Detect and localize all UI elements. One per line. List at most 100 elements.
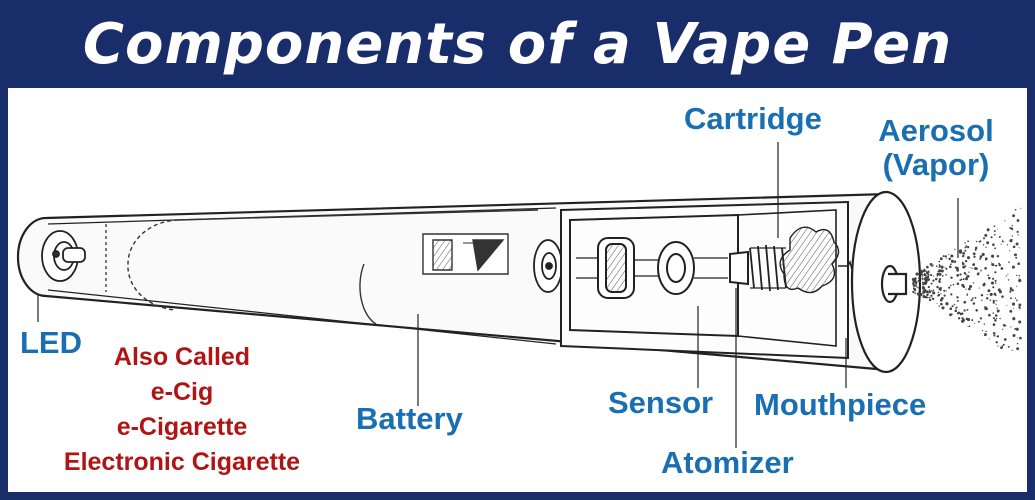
- spray-dot: [943, 289, 946, 292]
- aerosol-spray: [911, 207, 1022, 351]
- spray-dot: [950, 293, 953, 296]
- spray-dot: [1012, 317, 1016, 321]
- spray-dot: [937, 291, 940, 294]
- spray-dot: [916, 292, 920, 296]
- spray-dot: [1016, 347, 1020, 351]
- spray-dot: [960, 278, 963, 280]
- spray-dot: [956, 282, 960, 286]
- spray-dot: [945, 302, 949, 306]
- spray-dot: [948, 286, 951, 289]
- also-called-name: e-Cig: [150, 378, 214, 406]
- spray-dot: [1011, 289, 1015, 292]
- spray-dot: [989, 292, 993, 296]
- spray-dot: [996, 309, 1000, 313]
- spray-dot: [966, 256, 971, 260]
- spray-dot: [1011, 302, 1016, 306]
- spray-dot: [1009, 250, 1011, 252]
- spray-dot: [920, 293, 923, 296]
- spray-dot: [990, 281, 995, 285]
- spray-dot: [915, 285, 917, 287]
- spray-dot: [962, 285, 966, 289]
- spray-dot: [959, 279, 962, 282]
- spray-dot: [925, 290, 929, 294]
- spray-dot: [932, 297, 935, 301]
- spray-dot: [979, 317, 983, 320]
- spray-dot: [974, 267, 978, 270]
- spray-dot: [986, 229, 990, 232]
- spray-dot: [972, 282, 975, 284]
- spray-dot: [967, 326, 969, 328]
- spray-dot: [949, 263, 952, 266]
- spray-dot: [912, 284, 916, 287]
- spray-dot: [1015, 242, 1019, 246]
- spray-dot: [1003, 338, 1007, 341]
- spray-dot: [964, 242, 966, 244]
- spray-dot: [938, 305, 940, 307]
- spray-dot: [1018, 279, 1022, 283]
- spray-dot: [992, 332, 996, 335]
- spray-dot: [962, 252, 966, 255]
- atomizer-coil: [749, 244, 787, 292]
- spray-dot: [920, 272, 922, 275]
- spray-dot: [995, 317, 998, 320]
- spray-dot: [1010, 227, 1014, 231]
- spray-dot: [923, 288, 927, 292]
- diagram-panel: LED Battery Sensor Atomizer Cartridge Mo…: [8, 88, 1027, 492]
- spray-dot: [945, 267, 948, 270]
- spray-dot: [1007, 273, 1009, 275]
- spray-dot: [1004, 220, 1006, 222]
- spray-dot: [992, 312, 994, 314]
- spray-dot: [983, 308, 986, 310]
- spray-dot: [932, 291, 936, 295]
- spray-dot: [956, 274, 960, 277]
- spray-dot: [951, 255, 954, 258]
- spray-dot: [1018, 320, 1022, 324]
- spray-dot: [1007, 279, 1010, 281]
- spray-dot: [928, 290, 931, 294]
- spray-dot: [996, 228, 998, 230]
- spray-dot: [1014, 208, 1017, 211]
- spray-dot: [1011, 235, 1014, 237]
- spray-dot: [961, 317, 964, 320]
- spray-dot: [991, 263, 995, 267]
- spray-dot: [1011, 224, 1014, 227]
- spray-dot: [996, 307, 998, 309]
- spray-dot: [921, 286, 925, 290]
- spray-dot: [964, 259, 968, 263]
- spray-dot: [944, 266, 946, 268]
- spray-dot: [936, 285, 939, 289]
- spray-dot: [986, 241, 990, 245]
- also-called-name: Electronic Cigarette: [63, 448, 301, 476]
- mouthpiece-cap: [850, 190, 922, 374]
- spray-dot: [926, 275, 930, 279]
- spray-dot: [951, 305, 954, 308]
- spray-dot: [948, 257, 951, 261]
- spray-dot: [973, 255, 976, 258]
- spray-dot: [993, 292, 997, 296]
- spray-dot: [919, 281, 922, 283]
- spray-dot: [994, 314, 998, 317]
- spray-dot: [1012, 245, 1016, 249]
- spray-dot: [1009, 226, 1012, 229]
- spray-dot: [938, 260, 941, 263]
- also-called-heading: Also Called: [113, 343, 251, 371]
- spray-dot: [964, 249, 967, 252]
- spray-dot: [962, 254, 965, 258]
- spray-dot: [938, 279, 941, 281]
- spray-dot: [926, 265, 929, 269]
- label-sensor: Sensor: [608, 385, 714, 420]
- spray-dot: [965, 278, 968, 281]
- spray-dot: [954, 266, 958, 269]
- spray-dot: [994, 271, 997, 274]
- spray-dot: [1017, 337, 1019, 339]
- spray-dot: [937, 293, 941, 297]
- spray-dot: [995, 341, 998, 344]
- spray-dot: [1011, 265, 1015, 269]
- spray-dot: [1002, 324, 1006, 327]
- vape-pen-illustration: [16, 142, 1022, 448]
- spray-dot: [940, 265, 944, 269]
- label-cartridge: Cartridge: [684, 101, 822, 136]
- spray-dot: [996, 335, 1000, 338]
- spray-dot: [940, 302, 943, 306]
- spray-dot: [928, 296, 931, 299]
